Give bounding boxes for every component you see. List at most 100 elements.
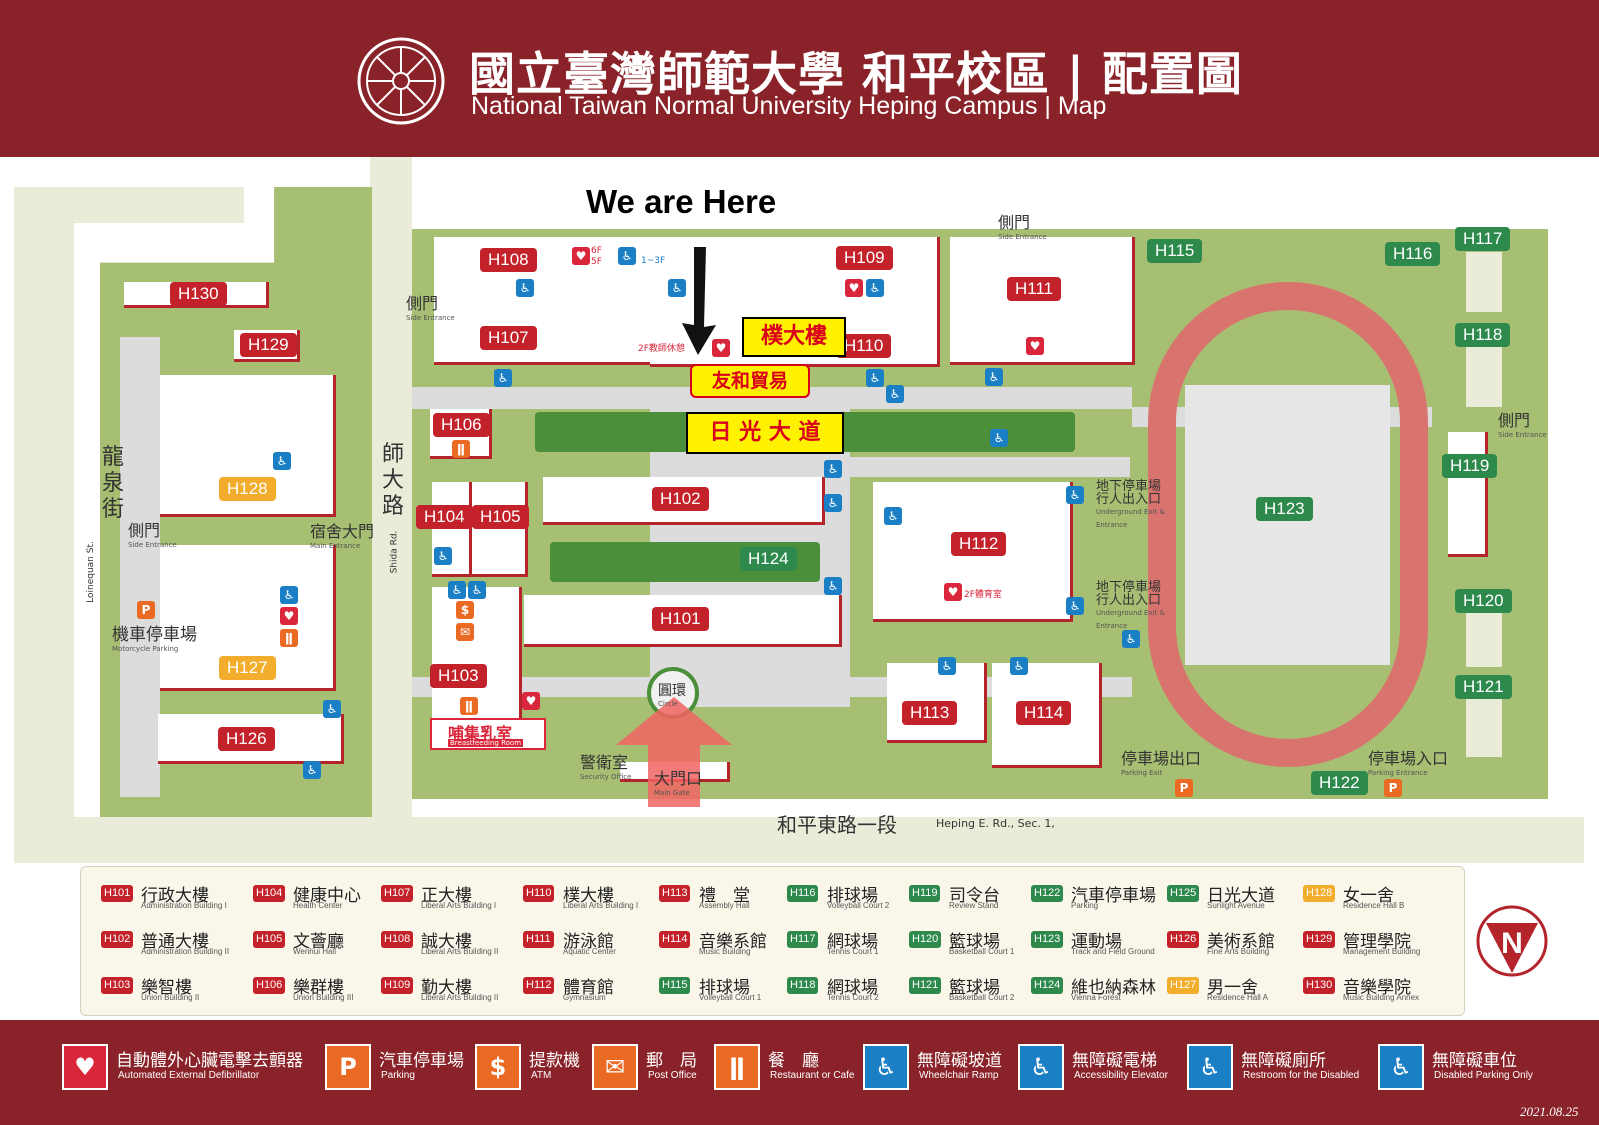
legend-name-zh: 勤大樓 [421, 978, 472, 998]
legend-name-zh: 排球場 [827, 886, 878, 906]
wheelchair-ramp-icon: ♿ [884, 507, 902, 525]
legend-code: H108 [381, 931, 414, 948]
legend-code: H105 [253, 931, 286, 948]
underground-exit-label: 地下停車場 行人出入口 [1096, 580, 1162, 608]
motorcycle-parking-label: 機車停車場 [112, 625, 197, 645]
parking-entrance-en: Parking Entrance [1368, 769, 1428, 777]
header-banner: 國立臺灣師範大學 和平校區 | 配置圖 National Taiwan Norm… [0, 0, 1599, 157]
footer-label-en: Post Office [648, 1070, 697, 1081]
tag-h122: H122 [1311, 771, 1368, 795]
tag-h121: H121 [1455, 675, 1512, 699]
tag-h120: H120 [1455, 589, 1512, 613]
legend-name-en: Administration Building I [141, 901, 227, 910]
tag-h119: H119 [1442, 454, 1498, 478]
longquan-street [14, 187, 74, 817]
map-date: 2021.08.25 [1520, 1104, 1579, 1119]
accessible-elevator-icon: ♿ [280, 586, 298, 604]
footer-label-zh: 餐 廳 [768, 1051, 819, 1071]
legend-name-zh: 健康中心 [293, 886, 361, 906]
wheelchair-ramp-icon: ♿ [824, 577, 842, 595]
heping-road [14, 817, 1584, 863]
post-office-icon: ✉ [592, 1044, 638, 1090]
building-h105 [472, 482, 528, 577]
legend-name-zh: 網球場 [827, 932, 878, 952]
legend-name-zh: 體育館 [563, 978, 614, 998]
main-gate-arrow-icon [616, 697, 732, 807]
legend-name-zh: 樂群樓 [293, 978, 344, 998]
tag-h107: H107 [480, 326, 537, 350]
aed-icon: ♥ [572, 247, 590, 265]
youhe-callout: 友和貿易 [690, 364, 810, 398]
side-entrance-label: 側門 [1498, 411, 1531, 430]
accessible-elevator-icon: ♿ [1018, 1044, 1064, 1090]
legend-name-en: Union Building III [293, 993, 354, 1002]
breastfeeding-room-en: Breastfeeding Room [448, 739, 524, 747]
legend-name-en: Volleyball Court 2 [827, 901, 890, 910]
underground-exit-en: Underground Exit & Entrance [1096, 609, 1165, 630]
footer-label-en: Automated External Defibrillator [118, 1070, 260, 1081]
legend-name-zh: 汽車停車場 [1071, 886, 1156, 906]
legend-name-en: Gymnasium [563, 993, 606, 1002]
accessible-elevator-icon: ♿ [824, 494, 842, 512]
building-h108-h107 [434, 237, 654, 365]
legend-name-zh: 禮 堂 [699, 886, 750, 906]
breastfeeding-room-sign: 哺集乳室 Breastfeeding Room [430, 718, 546, 750]
legend-code: H103 [101, 977, 134, 994]
tag-h101: H101 [652, 607, 709, 631]
atm-icon: $ [475, 1044, 521, 1090]
parking-icon: P [137, 601, 155, 619]
wheelchair-ramp-icon: ♿ [273, 452, 291, 470]
map-title-english: National Taiwan Normal University Heping… [471, 92, 1107, 120]
side-entrance-en: Side Entrance [998, 233, 1047, 241]
legend-name-en: Residence Hall B [1343, 901, 1405, 910]
tag-h130: H130 [170, 282, 227, 306]
post-office-icon: ✉ [456, 623, 474, 641]
legend-code: H115 [659, 977, 691, 994]
legend-code: H112 [523, 977, 555, 994]
legend-name-zh: 排球場 [699, 978, 750, 998]
legend-code: H130 [1303, 977, 1336, 994]
legend-name-en: Liberal Arts Building I [563, 901, 639, 910]
aed-icon: ♥ [280, 607, 298, 625]
legend-name-zh: 游泳館 [563, 932, 614, 952]
legend-name-zh: 文薈廳 [293, 932, 344, 952]
tag-h109: H109 [836, 246, 893, 270]
wheelchair-ramp-icon: ♿ [516, 279, 534, 297]
legend-name-en: Health Center [293, 901, 343, 910]
legend-code: H101 [101, 885, 134, 902]
building-h119 [1448, 432, 1488, 557]
legend-name-zh: 美術系館 [1207, 932, 1275, 952]
legend-code: H129 [1303, 931, 1336, 948]
tag-h103: H103 [430, 664, 487, 688]
court-h118 [1466, 337, 1502, 407]
west-path [120, 337, 160, 797]
wheelchair-ramp-icon: ♿ [323, 700, 341, 718]
longquan-street-en: Loinequan St. [85, 541, 96, 603]
footer-label-en: ATM [531, 1070, 552, 1081]
legend-name-en: Management Building [1343, 947, 1421, 956]
parking-icon: P [1175, 779, 1193, 797]
tag-h112: H112 [951, 532, 1007, 556]
wheelchair-ramp-icon: ♿ [985, 368, 1003, 386]
restaurant-icon: ǁ [452, 440, 470, 458]
